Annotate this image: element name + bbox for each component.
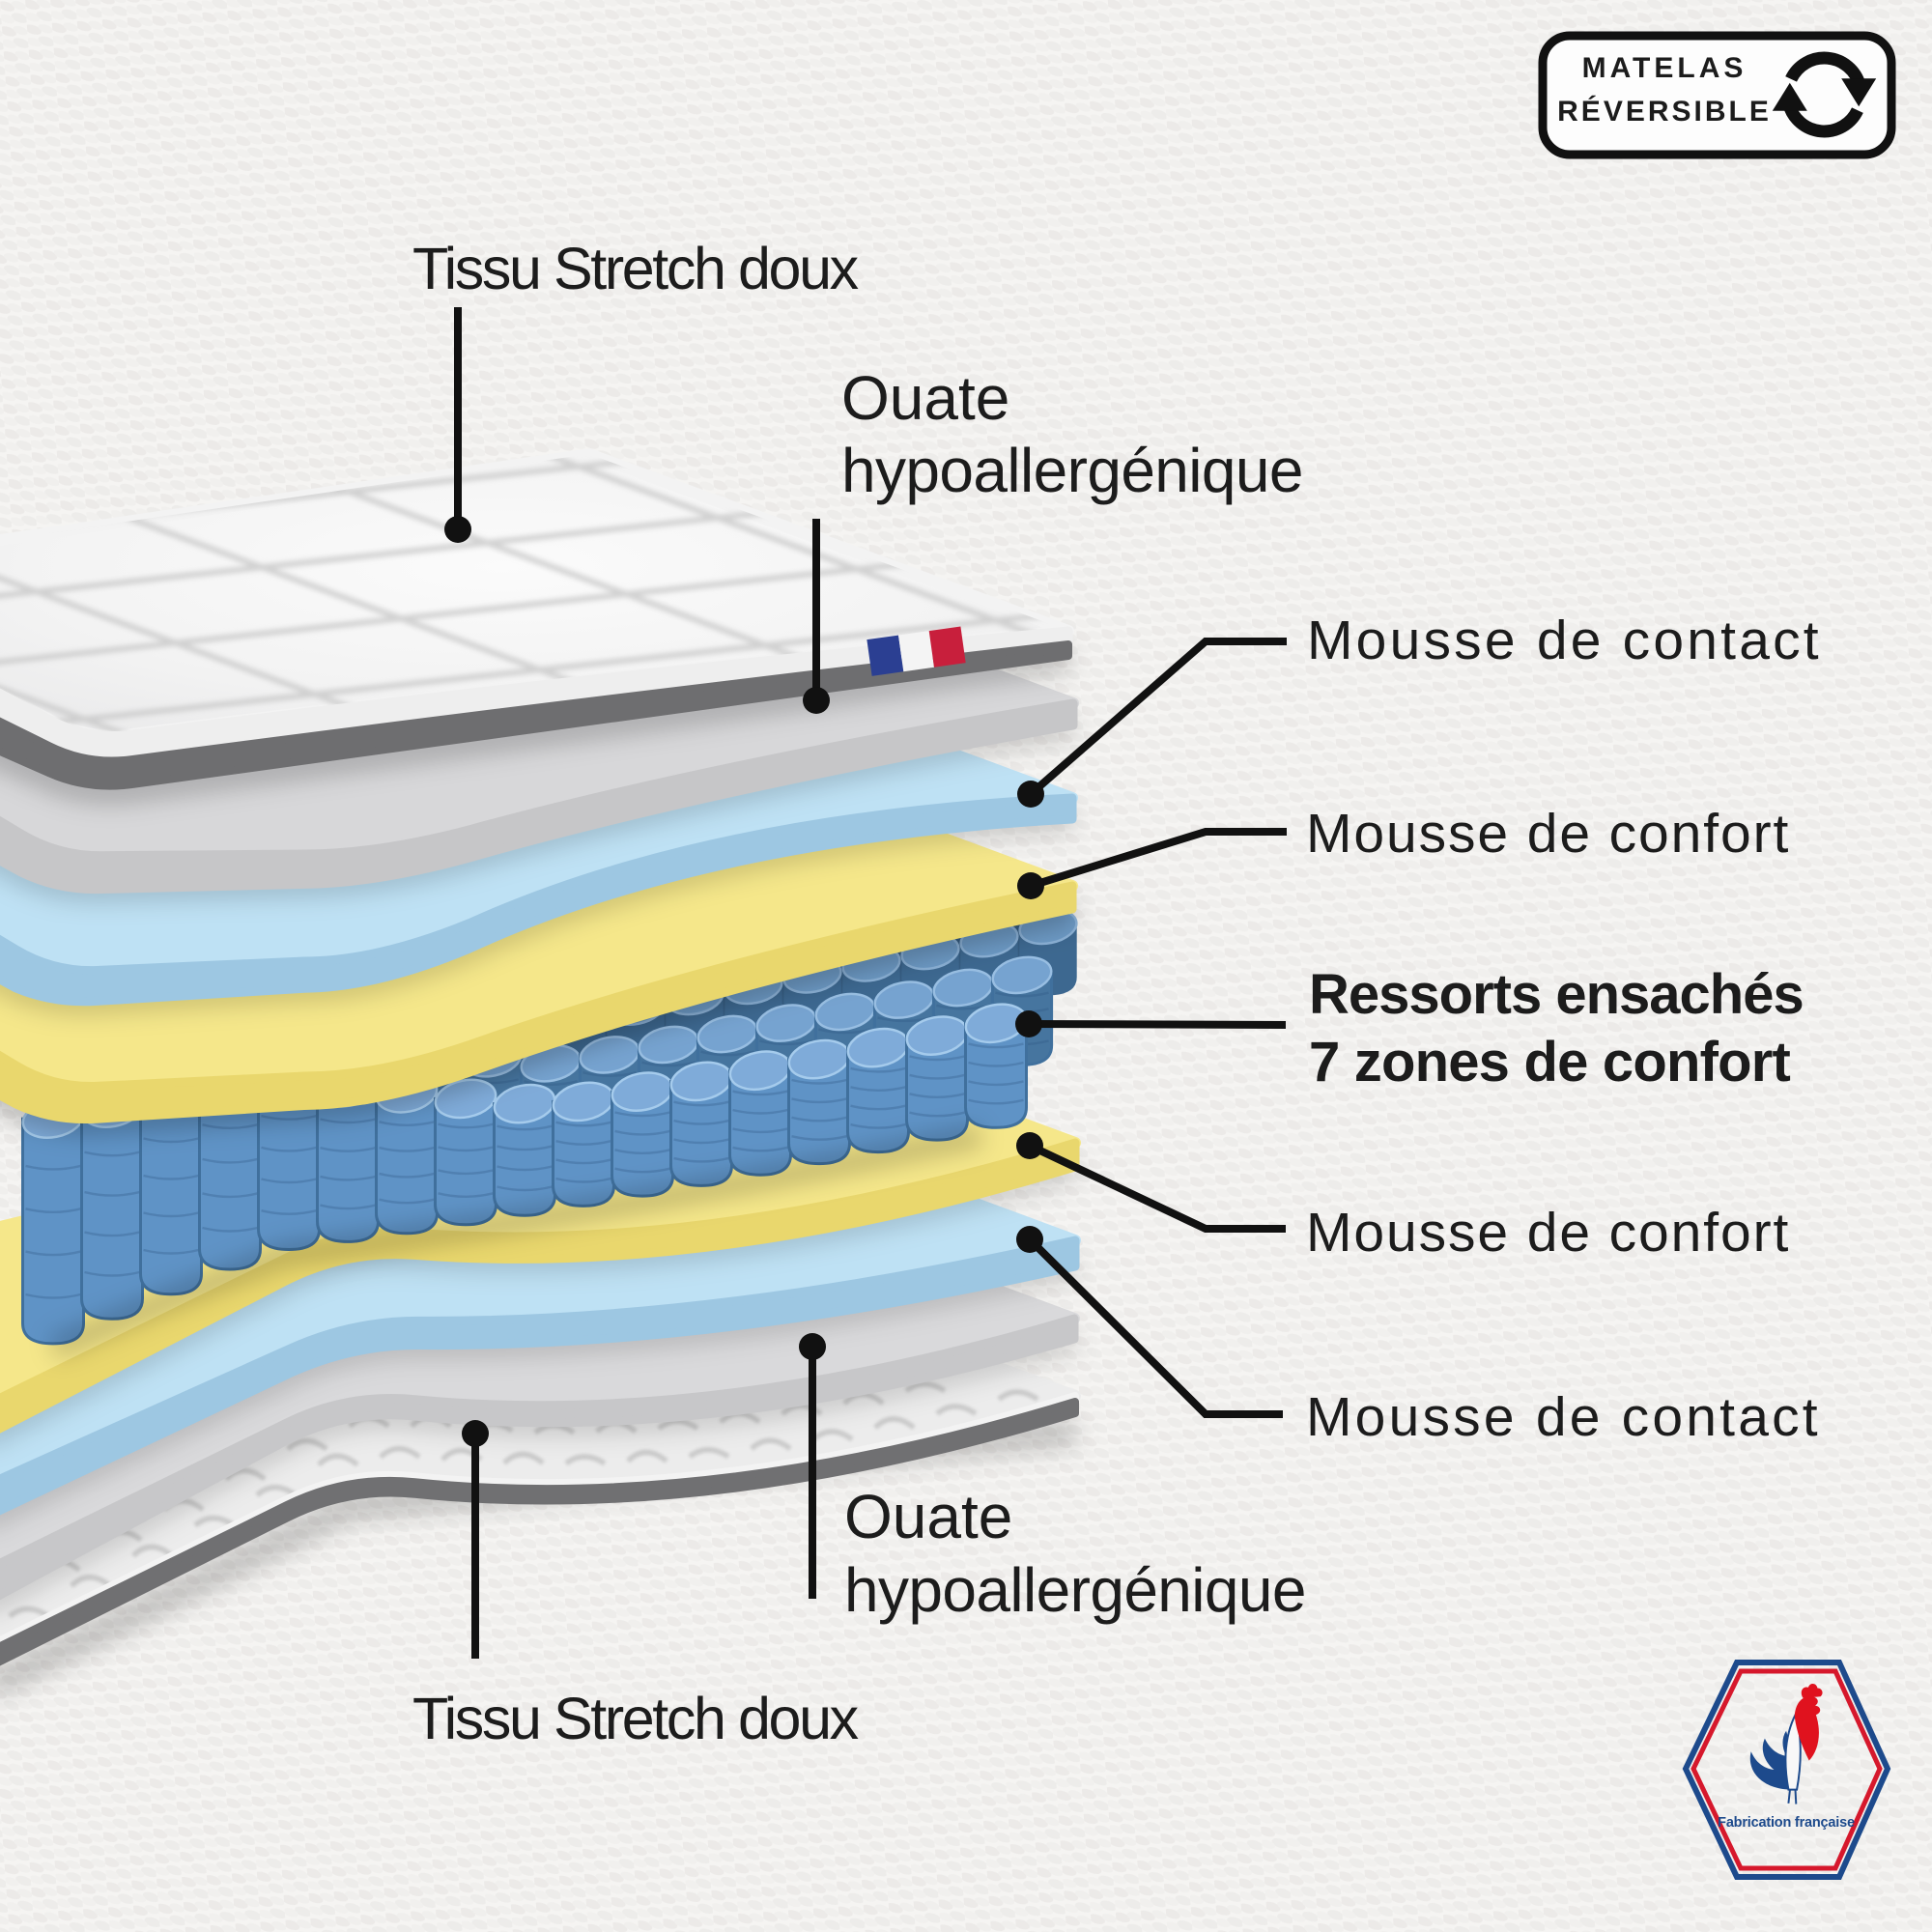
svg-text:Mousse de contact: Mousse de contact <box>1307 610 1822 671</box>
svg-text:Ouate: Ouate <box>841 363 1009 433</box>
svg-text:RÉVERSIBLE: RÉVERSIBLE <box>1557 95 1772 128</box>
svg-text:Mousse de contact: Mousse de contact <box>1306 1386 1821 1448</box>
svg-text:Mousse de confort: Mousse de confort <box>1306 803 1790 865</box>
svg-text:Fabrication française: Fabrication française <box>1718 1815 1855 1831</box>
svg-text:hypoallergénique: hypoallergénique <box>841 436 1303 505</box>
svg-text:Tissu Stretch doux: Tissu Stretch doux <box>412 1686 859 1751</box>
svg-text:MATELAS: MATELAS <box>1582 52 1747 84</box>
svg-text:Ouate: Ouate <box>844 1482 1012 1551</box>
svg-text:Mousse de confort: Mousse de confort <box>1306 1202 1790 1264</box>
svg-text:hypoallergénique: hypoallergénique <box>844 1555 1306 1625</box>
svg-text:Tissu Stretch doux: Tissu Stretch doux <box>412 236 859 301</box>
svg-text:Ressorts ensachés: Ressorts ensachés <box>1309 963 1804 1026</box>
svg-text:7 zones de confort: 7 zones de confort <box>1309 1031 1790 1094</box>
